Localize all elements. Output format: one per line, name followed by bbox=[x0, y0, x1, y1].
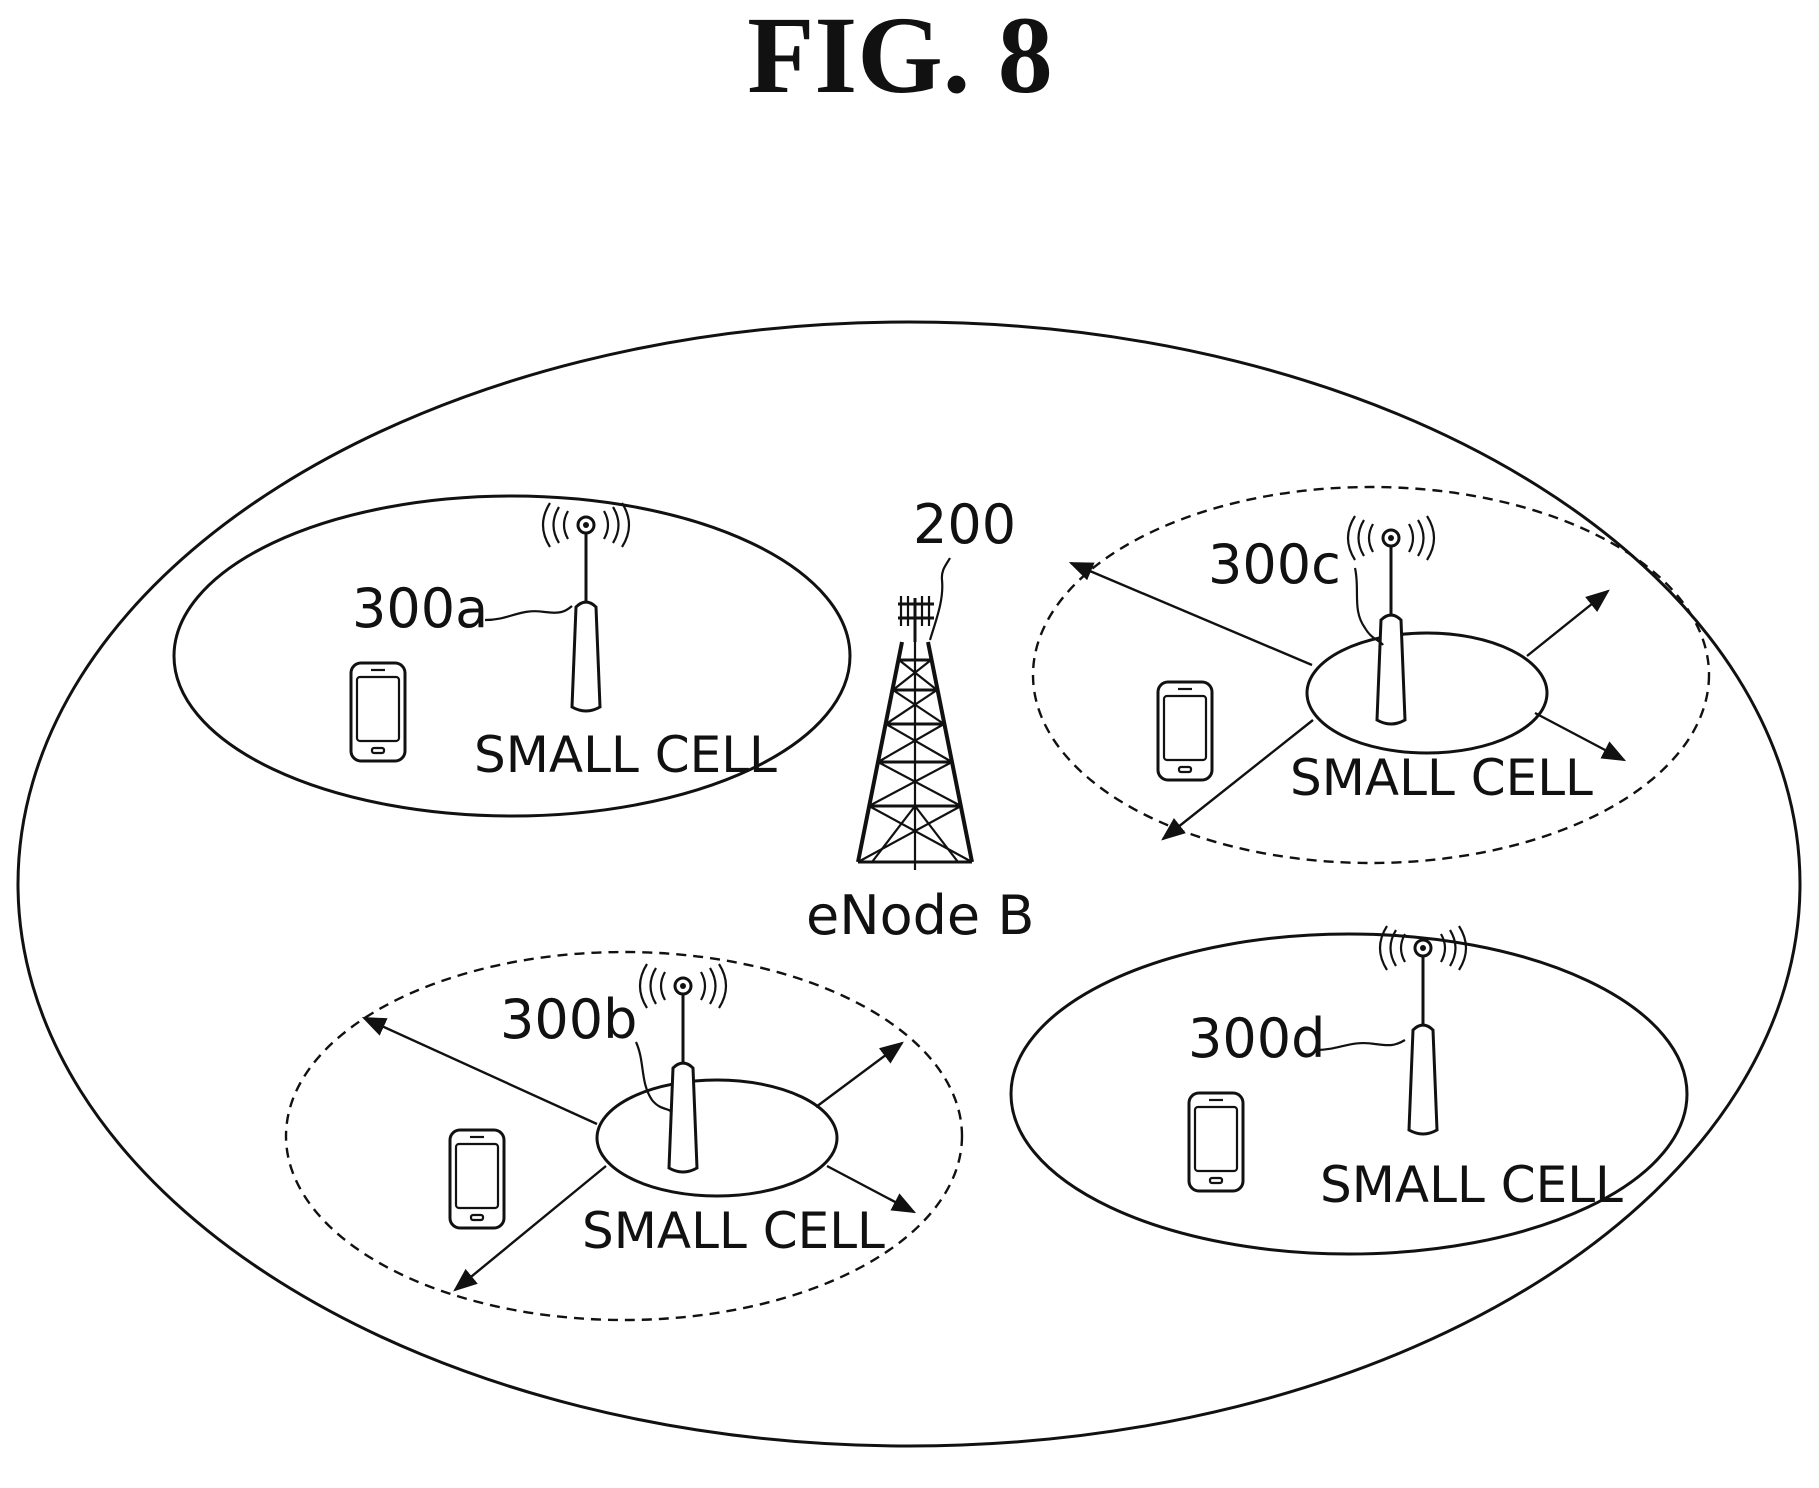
small-cell-300d: 300d SMALL CELL bbox=[1011, 926, 1687, 1254]
leader-line bbox=[930, 558, 950, 640]
leader-line bbox=[485, 606, 572, 620]
mobile-phone-icon bbox=[1189, 1093, 1243, 1191]
small-cell-label: SMALL CELL bbox=[1320, 1156, 1623, 1214]
small-cell-label: SMALL CELL bbox=[1290, 749, 1593, 807]
leader-line bbox=[1355, 568, 1383, 645]
small-cell-ref: 300b bbox=[500, 988, 637, 1051]
small-cell-ref: 300c bbox=[1208, 533, 1341, 596]
small-cell-antenna-icon bbox=[1380, 926, 1466, 1134]
small-cell-coverage bbox=[1307, 633, 1547, 753]
expansion-arrow bbox=[816, 1043, 902, 1107]
small-cell-300b: 300b SMALL CELL bbox=[286, 952, 962, 1320]
small-cell-label: SMALL CELL bbox=[582, 1202, 885, 1260]
small-cell-ref: 300d bbox=[1188, 1007, 1325, 1070]
small-cell-ref: 300a bbox=[352, 577, 488, 640]
small-cell-label: SMALL CELL bbox=[474, 726, 777, 784]
small-cell-antenna-icon bbox=[640, 964, 726, 1172]
expansion-arrow bbox=[1527, 591, 1608, 656]
small-cell-300a: 300a SMALL CELL bbox=[174, 496, 850, 816]
mobile-phone-icon bbox=[450, 1130, 504, 1228]
leader-line bbox=[636, 1042, 672, 1112]
macro-cell-ref: 200 bbox=[913, 493, 1016, 556]
small-cell-coverage bbox=[597, 1080, 837, 1196]
small-cell-antenna-icon bbox=[543, 503, 629, 711]
macro-cell-label: eNode B bbox=[806, 884, 1034, 947]
figure-title: FIG. 8 bbox=[747, 0, 1053, 116]
mobile-phone-icon bbox=[1158, 682, 1212, 780]
mobile-phone-icon bbox=[351, 663, 405, 761]
small-cell-300c: 300c SMALL CELL bbox=[1033, 487, 1709, 863]
cell-tower-icon bbox=[858, 596, 972, 870]
leader-line bbox=[1316, 1040, 1405, 1050]
